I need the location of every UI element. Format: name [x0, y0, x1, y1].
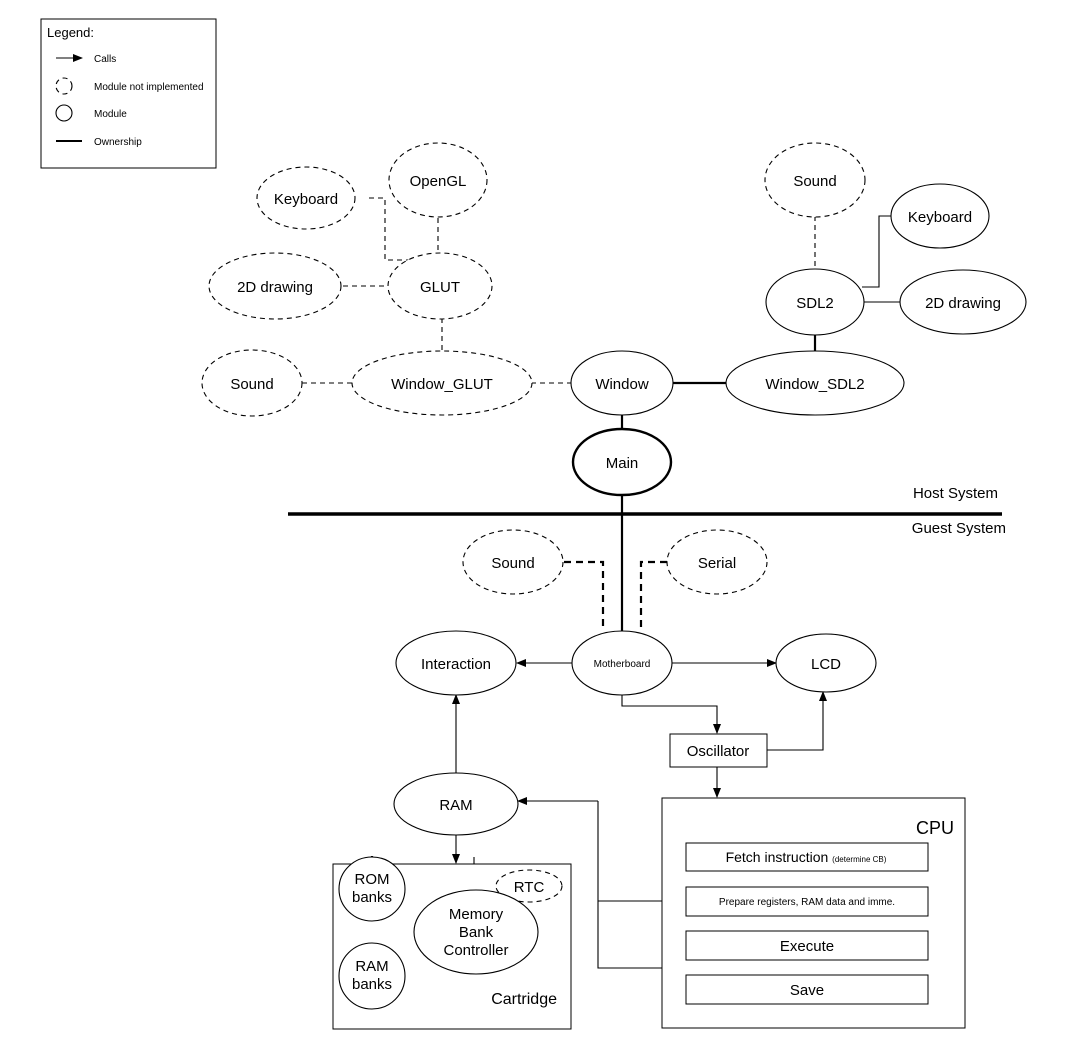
sound-sdl-label: Sound — [793, 173, 836, 190]
sound-guest-node: Sound — [462, 529, 564, 595]
edge-serial-motherboard — [639, 560, 667, 631]
oscillator-label: Oscillator — [687, 743, 750, 760]
ram-banks-label-2: banks — [352, 976, 392, 993]
edge-sdl2-keyboard — [862, 215, 893, 288]
execute-label: Execute — [780, 938, 834, 955]
interaction-node: Interaction — [395, 630, 517, 696]
lcd-label: LCD — [811, 656, 841, 673]
sound-sdl-node: Sound — [764, 142, 866, 218]
legend-module-symbol — [55, 104, 73, 122]
save-label: Save — [790, 982, 824, 999]
keyboard-glut-label: Keyboard — [274, 191, 338, 208]
cpu-title: CPU — [916, 818, 954, 838]
edge-oscillator-lcd — [767, 691, 827, 751]
drawing-glut-node: 2D drawing — [208, 252, 342, 320]
serial-node: Serial — [666, 529, 768, 595]
fetch-step: Fetch instruction (determine CB) — [685, 842, 929, 872]
legend-not-implemented-symbol — [55, 77, 73, 95]
edge-keyboard-glut — [369, 197, 424, 261]
legend-module-label: Module — [94, 109, 127, 120]
mbc-label-2: Bank — [459, 924, 494, 941]
cartridge-label: Cartridge — [491, 991, 557, 1008]
lcd-node: LCD — [775, 633, 877, 693]
sdl2-node: SDL2 — [765, 268, 865, 336]
opengl-node: OpenGL — [388, 142, 488, 218]
ram-label: RAM — [439, 797, 472, 814]
save-step: Save — [685, 974, 929, 1005]
drawing-sdl-label: 2D drawing — [925, 295, 1001, 312]
execute-step: Execute — [685, 930, 929, 961]
legend-not-implemented-label: Module not implemented — [94, 82, 204, 93]
sdl2-label: SDL2 — [796, 295, 834, 312]
window-glut-node: Window_GLUT — [351, 350, 533, 416]
edge-sound-motherboard — [564, 560, 605, 631]
mbc-label-3: Controller — [443, 942, 508, 959]
prepare-label: Prepare registers, RAM data and imme. — [719, 897, 895, 908]
glut-node: GLUT — [387, 252, 493, 320]
interaction-label: Interaction — [421, 656, 491, 673]
fetch-note: (determine CB) — [832, 855, 887, 864]
host-system-label: Host System — [913, 485, 998, 502]
prepare-step: Prepare registers, RAM data and imme. — [685, 886, 929, 917]
legend-title: Legend: — [47, 25, 94, 40]
mbc-label-1: Memory — [449, 906, 504, 923]
sound-glut-label: Sound — [230, 376, 273, 393]
ram-node: RAM — [393, 772, 519, 836]
glut-label: GLUT — [420, 279, 460, 296]
keyboard-sdl-node: Keyboard — [890, 183, 990, 249]
motherboard-node: Motherboard — [571, 630, 673, 696]
main-label: Main — [606, 455, 639, 472]
edge-motherboard-oscillator — [621, 694, 721, 734]
rom-banks-label-2: banks — [352, 889, 392, 906]
guest-system-label: Guest System — [912, 520, 1006, 537]
keyboard-sdl-label: Keyboard — [908, 209, 972, 226]
drawing-sdl-node: 2D drawing — [899, 269, 1027, 335]
opengl-label: OpenGL — [410, 173, 467, 190]
sound-guest-label: Sound — [491, 555, 534, 572]
window-glut-label: Window_GLUT — [391, 376, 493, 393]
rtc-label: RTC — [514, 879, 545, 896]
window-label: Window — [595, 376, 649, 393]
window-sdl2-node: Window_SDL2 — [725, 350, 905, 416]
ram-banks-label-1: RAM — [355, 958, 388, 975]
keyboard-glut-node: Keyboard — [256, 166, 356, 230]
motherboard-label: Motherboard — [594, 659, 651, 670]
sound-glut-node: Sound — [201, 349, 303, 417]
legend: Legend: Calls Module not implemented Mod… — [40, 18, 217, 169]
window-sdl2-label: Window_SDL2 — [765, 376, 864, 393]
legend-calls-label: Calls — [94, 54, 116, 65]
rom-banks-label-1: ROM — [355, 871, 390, 888]
fetch-label: Fetch instruction (determine CB) — [726, 849, 887, 865]
drawing-glut-label: 2D drawing — [237, 279, 313, 296]
rtc-node: RTC — [495, 869, 563, 903]
edge-cpu-ram-bus — [597, 801, 686, 969]
window-node: Window — [570, 350, 674, 416]
legend-ownership-label: Ownership — [94, 137, 142, 148]
memory-bank-controller-node: Memory Bank Controller — [413, 889, 539, 975]
serial-label: Serial — [698, 555, 736, 572]
oscillator-node: Oscillator — [669, 733, 768, 768]
ram-banks-node: RAM banks — [338, 942, 406, 1010]
rom-banks-node: ROM banks — [338, 856, 406, 922]
main-node: Main — [571, 427, 673, 497]
